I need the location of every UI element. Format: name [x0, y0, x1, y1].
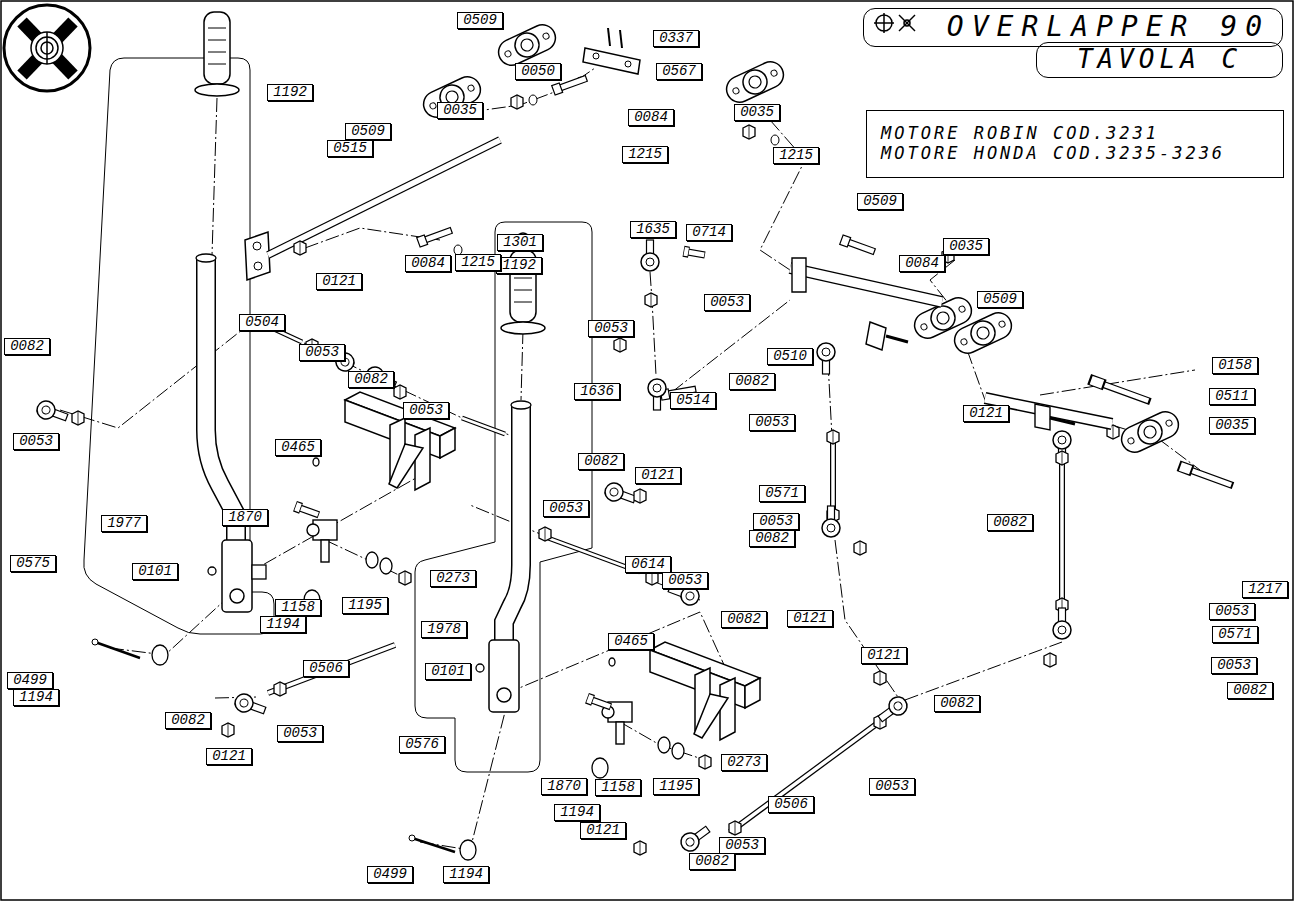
callout-number: 0050 [515, 63, 561, 80]
callout-number: 0571 [759, 485, 805, 502]
callout-number: 1217 [1242, 581, 1288, 598]
callout-number: 0084 [899, 255, 945, 272]
callout-number: 0121 [316, 273, 362, 290]
callout-number: 0082 [348, 371, 394, 388]
callout-number: 0053 [403, 402, 449, 419]
callout-number: 0714 [686, 224, 732, 241]
callout-number: 1870 [541, 778, 587, 795]
callout-number: 1215 [773, 147, 819, 164]
callout-number: 0082 [934, 695, 980, 712]
callout-number: 0273 [430, 570, 476, 587]
callout-number: 1194 [443, 866, 489, 883]
callout-number: 0506 [303, 660, 349, 677]
callout-number: 1635 [630, 221, 676, 238]
callout-number: 0576 [399, 736, 445, 753]
callout-number: 0082 [749, 530, 795, 547]
callout-number: 0121 [635, 467, 681, 484]
callout-number: 0035 [943, 238, 989, 255]
callout-number: 0053 [1211, 657, 1257, 674]
callout-number: 1192 [496, 257, 542, 274]
callout-number: 0121 [787, 610, 833, 627]
box-text: OVERLAPPER 90 [947, 11, 1270, 43]
callout-number: 1194 [13, 689, 59, 706]
callout-number: 0158 [1212, 357, 1258, 374]
box-text: TAVOLA C [1077, 45, 1242, 75]
callout-number: 0053 [753, 513, 799, 530]
callout-number: 0035 [734, 104, 780, 121]
callout-number: 0510 [767, 348, 813, 365]
callout-number: 0273 [721, 754, 767, 771]
callout-number: 1978 [421, 621, 467, 638]
box-text: MOTORE ROBIN COD.3231 [881, 124, 1159, 144]
callout-number: 0509 [857, 193, 903, 210]
callout-number: 0084 [405, 255, 451, 272]
callout-number: 0509 [457, 12, 503, 29]
callout-number: 1158 [595, 779, 641, 796]
callout-number: 0082 [987, 514, 1033, 531]
callout-number: 0511 [1209, 388, 1255, 405]
callout-number: 0053 [719, 837, 765, 854]
callout-number: 0337 [653, 30, 699, 47]
callout-number: 0053 [13, 433, 59, 450]
callout-number: 0082 [721, 611, 767, 628]
callout-number: 0053 [299, 344, 345, 361]
callout-number: 1215 [622, 146, 668, 163]
info-box: MOTORE ROBIN COD.3231MOTORE HONDA COD.32… [866, 110, 1284, 178]
callout-number: 0101 [132, 563, 178, 580]
callout-number: 0053 [588, 320, 634, 337]
callout-number: 1977 [101, 515, 147, 532]
callout-number: 0465 [275, 439, 321, 456]
callout-number: 1158 [275, 599, 321, 616]
callout-number: 0614 [625, 556, 671, 573]
callout-number: 0082 [1227, 682, 1273, 699]
callout-number: 0121 [580, 822, 626, 839]
callout-number: 0506 [768, 796, 814, 813]
callout-number: 0121 [861, 647, 907, 664]
callout-number: 0499 [367, 866, 413, 883]
callout-number: 0035 [437, 102, 483, 119]
callout-number: 0571 [1212, 626, 1258, 643]
callout-number: 1870 [222, 509, 268, 526]
callout-number: 0053 [662, 572, 708, 589]
callout-number: 0082 [729, 373, 775, 390]
callout-number: 0465 [608, 633, 654, 650]
callout-number: 1194 [554, 804, 600, 821]
callout-number: 0499 [7, 672, 53, 689]
callout-number: 0082 [578, 453, 624, 470]
callout-number: 0575 [10, 555, 56, 572]
callout-number: 0121 [206, 748, 252, 765]
callout-number: 0053 [704, 294, 750, 311]
callout-number: 0082 [4, 338, 50, 355]
callout-number: 0053 [277, 725, 323, 742]
callout-number: 0053 [543, 500, 589, 517]
callout-number: 0514 [670, 392, 716, 409]
callout-number: 0053 [869, 778, 915, 795]
callout-number: 1194 [260, 616, 306, 633]
callout-number: 0101 [425, 663, 471, 680]
callout-number: 0567 [656, 63, 702, 80]
callout-number: 0082 [689, 853, 735, 870]
callout-number: 0053 [749, 414, 795, 431]
callout-number: 0515 [327, 140, 373, 157]
callout-number: 0121 [963, 405, 1009, 422]
box-text: MOTORE HONDA COD.3235-3236 [881, 144, 1225, 164]
callout-number: 1301 [497, 234, 543, 251]
callout-number: 0084 [628, 109, 674, 126]
callout-number: 0509 [345, 123, 391, 140]
callout-number: 0035 [1209, 417, 1255, 434]
callout-number: 0509 [977, 291, 1023, 308]
callout-number: 1636 [574, 383, 620, 400]
callout-number: 1215 [455, 254, 501, 271]
callout-number: 0082 [165, 712, 211, 729]
sheet-box: TAVOLA C [1036, 42, 1283, 78]
callout-number: 1195 [342, 597, 388, 614]
callout-number: 0053 [1209, 603, 1255, 620]
callout-number: 0504 [239, 314, 285, 331]
callout-number: 1195 [653, 778, 699, 795]
callout-number: 1192 [267, 84, 313, 101]
